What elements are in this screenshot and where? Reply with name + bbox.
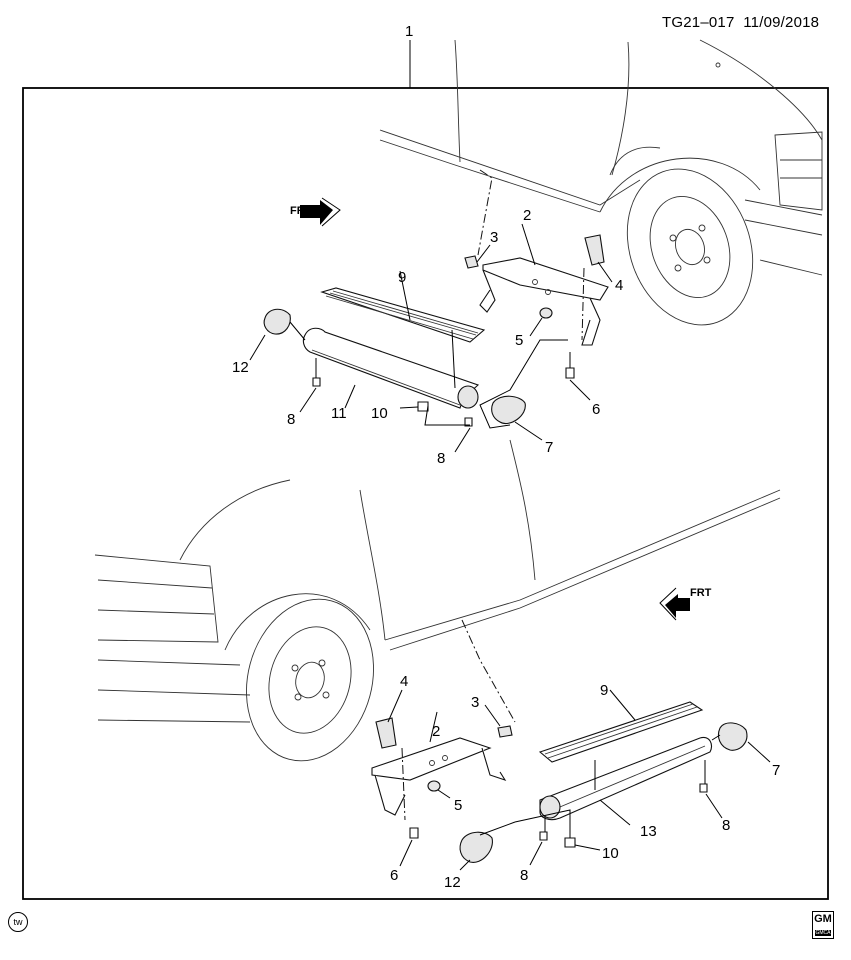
callout-8b-bottom: 8 [722,817,730,834]
callout-3-top: 3 [490,229,498,246]
callout-8a-top: 8 [287,411,295,428]
gm-logo-subtext: GMCA [815,930,831,936]
front-direction-arrow-top: FRT [290,197,341,227]
bottom-vehicle-outline [94,439,781,762]
top-assembly-lines [289,169,585,429]
bolt-6-bottom [409,827,419,839]
front-direction-label-bottom: FRT [690,587,712,599]
step-11-top [302,327,480,409]
callout-4-top: 4 [615,277,623,294]
tw-logo: tw [8,912,28,932]
callout-11: 11 [331,405,347,422]
diagram-frame [22,87,829,900]
step-pad-9-bottom [538,701,704,763]
bracket-4-bottom [375,717,397,749]
bolt-8a-bottom [539,831,548,841]
bolt-6-top [565,367,575,379]
end-cap-7-bottom [717,722,748,751]
front-direction-label-top: FRT [290,205,312,217]
callout-3-bottom: 3 [471,694,479,711]
step-bracket-top [479,257,609,346]
callout-12-top: 12 [232,359,249,376]
end-cap-7-top [491,395,526,424]
gm-logo: GM GMCA [812,911,834,939]
clip-3-bottom [497,725,513,738]
top-callout-leaders [249,223,613,453]
end-cap-12-bottom [459,831,493,863]
nut-5-bottom [427,780,441,792]
bolt-8a-top [312,377,321,387]
top-vehicle-outline [379,39,823,326]
nut-5-top [539,307,553,319]
callout-8a-bottom: 8 [520,867,528,884]
callout-1: 1 [405,23,413,40]
gm-logo-text: GM [814,913,832,925]
bracket-4-top [584,234,605,266]
nut-10-bottom [564,837,576,848]
callout-12-bottom: 12 [444,874,461,891]
tw-logo-text: tw [13,917,23,927]
diagram-date: 11/09/2018 [743,14,820,31]
bottom-assembly-lines [401,619,721,838]
callout-6-bottom: 6 [390,867,398,884]
callout-7-bottom: 7 [772,762,780,779]
callout-7-top: 7 [545,439,553,456]
diagram-code: TG21–017 [662,14,735,31]
callout-2-bottom: 2 [432,723,440,740]
diagram-reference: TG21–017 11/09/2018 [662,14,819,31]
callout-6-top: 6 [592,401,600,418]
bolt-8b-top [464,417,473,427]
clip-3-top [464,255,479,269]
callout-5-top: 5 [515,332,523,349]
callout-5-bottom: 5 [454,797,462,814]
callout-9-bottom: 9 [600,682,608,699]
end-cap-12-top [263,308,291,335]
callout-8b-top: 8 [437,450,445,467]
callout-4-bottom: 4 [400,673,408,690]
callout-2-top: 2 [523,207,531,224]
bottom-callout-leaders [387,689,771,871]
callout-9-top: 9 [398,269,406,286]
callout-10-top: 10 [371,405,388,422]
step-13-bottom [539,736,713,821]
nut-10-top [417,401,429,412]
front-direction-arrow-bottom: FRT [659,587,712,621]
step-pad-9-top [320,287,486,343]
bolt-8b-bottom [699,783,708,793]
callout-13: 13 [640,823,657,840]
step-bracket-bottom [371,737,507,816]
callout-10-bottom: 10 [602,845,619,862]
